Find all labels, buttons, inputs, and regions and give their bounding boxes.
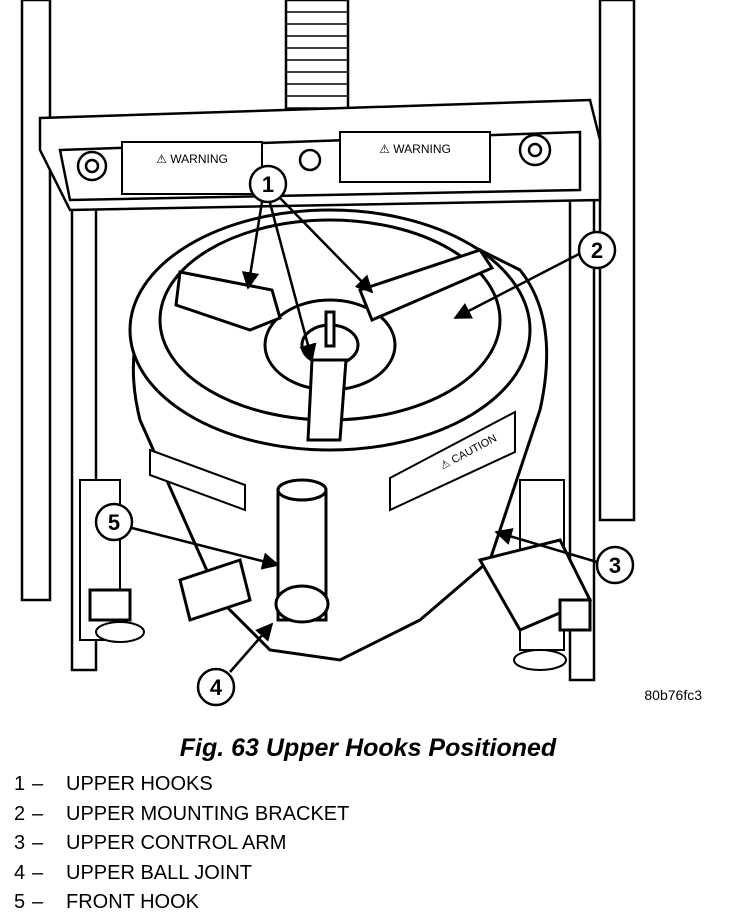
svg-text:2: 2	[591, 238, 603, 263]
callout-2: 2	[453, 230, 617, 320]
callout-1: 1	[241, 164, 374, 362]
svg-text:5: 5	[108, 510, 120, 535]
figure-code: 80b76fc3	[644, 687, 702, 703]
svg-text:⚠ WARNING: ⚠ WARNING	[379, 142, 451, 156]
legend-item: 1–UPPER HOOKS	[14, 773, 213, 795]
callout-3: 3	[494, 528, 635, 585]
svg-text:⚠ WARNING: ⚠ WARNING	[156, 152, 228, 166]
figure-caption: Fig. 63 Upper Hooks Positioned	[179, 734, 557, 762]
legend-item: 3–UPPER CONTROL ARM	[14, 832, 287, 854]
legend-item: 2–UPPER MOUNTING BRACKET	[14, 802, 350, 825]
technical-illustration: ⚠ WARNING ⚠ WARNING ⚠ CAUTION	[20, 0, 702, 707]
callout-5: 5	[94, 502, 280, 570]
legend-item: 5–FRONT HOOK	[14, 891, 199, 913]
caution-label-left	[149, 448, 246, 512]
callout-4: 4	[196, 622, 274, 707]
front-hook	[274, 478, 330, 624]
svg-text:3: 3	[609, 553, 621, 578]
caution-label-right: ⚠ CAUTION	[389, 410, 516, 512]
upper-control-arm	[88, 538, 593, 632]
warning-label-left: ⚠ WARNING	[121, 141, 263, 195]
legend-item: 4–UPPER BALL JOINT	[14, 861, 252, 884]
warning-label-right: ⚠ WARNING	[339, 131, 491, 183]
legend-list: 1–UPPER HOOKS 2–UPPER MOUNTING BRACKET 3…	[14, 770, 349, 918]
svg-text:4: 4	[210, 675, 223, 700]
svg-text:1: 1	[262, 172, 274, 197]
